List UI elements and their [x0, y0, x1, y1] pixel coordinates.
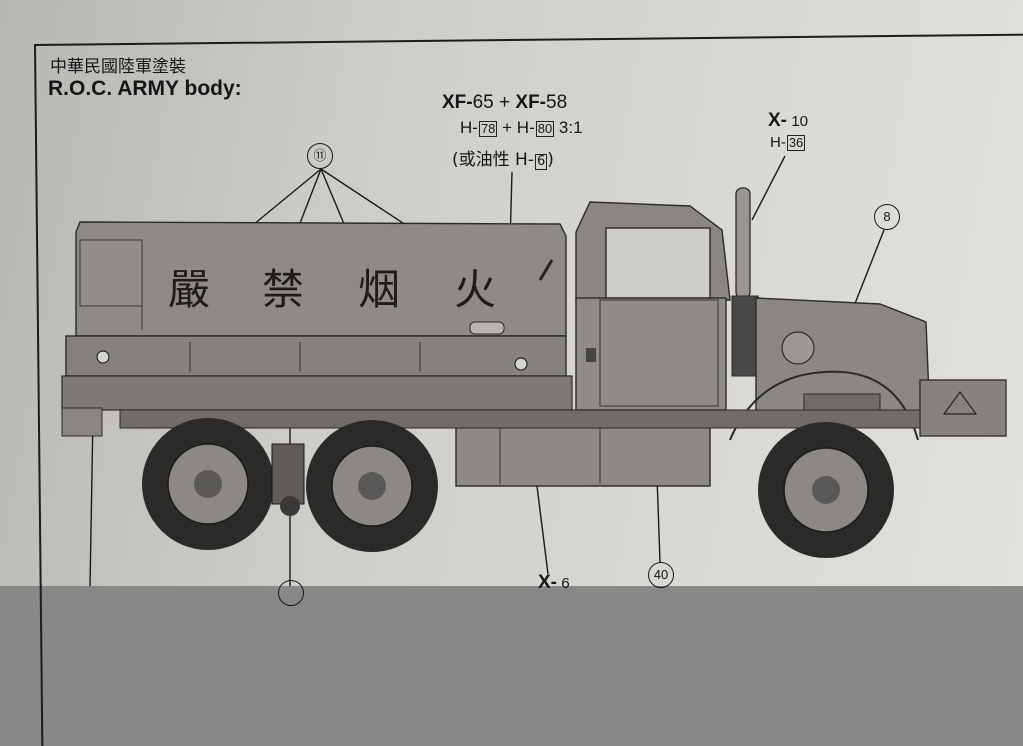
stencil-char-4: 火 [454, 265, 497, 314]
callout-11-label: ⑪ [313, 148, 327, 163]
oil-alt-close: ) [547, 150, 554, 170]
front-wheel [758, 422, 894, 558]
stencil-char-3: 烟 [358, 265, 401, 314]
callout-11: ⑪ [307, 143, 333, 169]
stencil-char-2: 禁 [262, 265, 305, 314]
stencil-char-1: 嚴 [168, 265, 211, 314]
truck-cab [575, 187, 759, 411]
fuel-tank [455, 425, 711, 487]
exhaust-paint-line-1: X- 10 [768, 110, 808, 132]
body-paint-line-1: XF-65 + XF-58 [442, 92, 567, 114]
x-prefix: X- [768, 110, 787, 131]
chassis-rail [119, 409, 921, 429]
plus-sign: + [493, 92, 516, 113]
h-box-80: 80 [535, 121, 555, 137]
callout-40-label: 40 [653, 567, 669, 582]
truck-hood [729, 297, 1007, 441]
h-prefix-exhaust: H- [770, 134, 786, 151]
x-number: 10 [787, 113, 809, 130]
mix-ratio: 3:1 [554, 118, 583, 137]
callout-8-label: 8 [883, 209, 891, 224]
xf-prefix-2: XF- [515, 92, 547, 113]
header-title-english: R.O.C. ARMY body: [48, 77, 242, 100]
xf-prefix-1: XF- [442, 92, 473, 113]
body-paint-line-3: (或油性 H-6) [452, 145, 554, 170]
x6-number: 6 [557, 575, 570, 592]
callout-8: 8 [874, 204, 900, 230]
h-plus: + H- [497, 118, 535, 137]
h-prefix-1: H- [460, 118, 478, 137]
exhaust-paint-line-2: H-36 [770, 134, 806, 151]
h-box-36: 36 [786, 135, 806, 151]
xf-number-1: 65 [472, 92, 494, 113]
header-title-chinese: 中華民國陸軍塗裝 [50, 57, 186, 77]
rear-wheel-2 [306, 420, 438, 552]
h-box-6: 6 [534, 154, 548, 170]
cargo-body [61, 221, 573, 437]
callout-bottom-partial [278, 580, 304, 606]
h-box-78: 78 [478, 121, 498, 137]
truck-line-drawing [61, 155, 1007, 586]
xf-number-2: 58 [546, 92, 568, 113]
body-paint-line-2: H-78 + H-80 3:1 [460, 118, 583, 138]
oil-alt-open: (或油性 H- [452, 150, 534, 170]
rear-wheel-1 [142, 418, 274, 550]
callout-40: 40 [648, 562, 674, 588]
differential [271, 443, 305, 516]
